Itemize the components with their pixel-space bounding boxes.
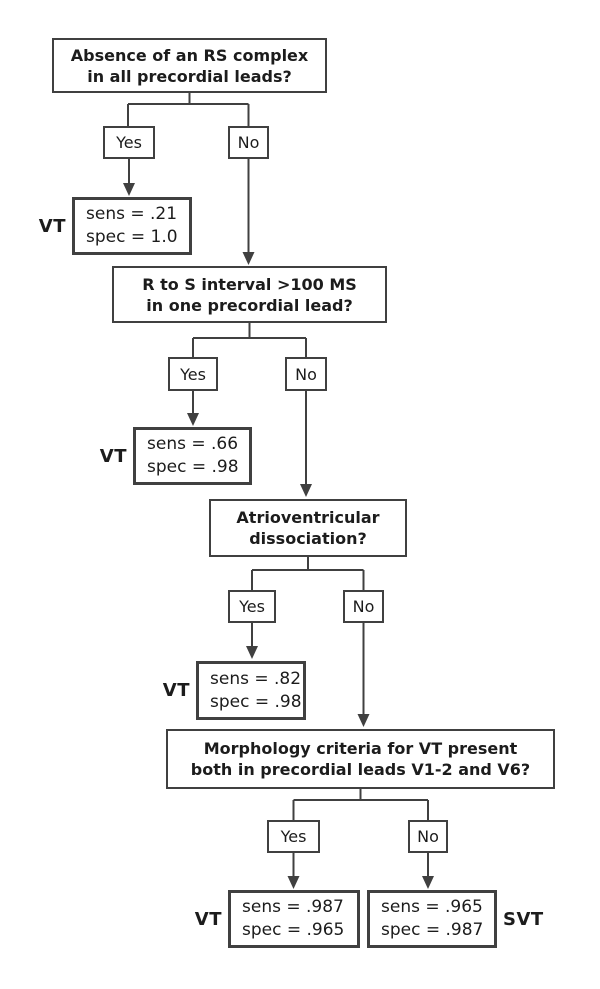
spec-value: spec = .98: [147, 457, 239, 477]
question-box-morphology: Morphology criteria for VT present both …: [166, 729, 555, 789]
branch-yes-1: Yes: [103, 126, 155, 159]
branch-label: No: [295, 364, 317, 384]
outcome-label-vt-2: VT: [89, 427, 127, 485]
question-line: Morphology criteria for VT present: [203, 739, 518, 758]
arrow-yes2-to-outcome2: [187, 391, 199, 426]
outcome-label-text: VT: [38, 215, 66, 237]
outcome-label-text: SVT: [503, 908, 544, 930]
spec-value: spec = .98: [210, 691, 302, 712]
branch-label: No: [237, 133, 260, 152]
branch-no-1: No: [228, 126, 269, 159]
connector-q2-split: [192, 323, 307, 357]
outcome-box-vt-3: sens = .82 spec = .98: [196, 661, 306, 720]
branch-yes-4: Yes: [267, 820, 320, 853]
branch-no-3: No: [343, 590, 384, 623]
arrow-no3-to-q4: [357, 623, 370, 727]
spec-value: spec = 1.0: [86, 227, 178, 247]
outcome-box-vt-1: sens = .21 spec = 1.0: [72, 197, 192, 255]
branch-label: Yes: [239, 597, 265, 616]
sens-value: sens = .82: [210, 668, 302, 689]
question-line: in all precordial leads?: [87, 66, 292, 86]
question-line: R to S interval >100 MS: [142, 274, 357, 294]
outcome-box-svt: sens = .965 spec = .987: [367, 890, 497, 948]
sens-value: sens = .987: [242, 897, 344, 917]
branch-yes-3: Yes: [228, 590, 276, 623]
outcome-label-text: VT: [99, 445, 127, 467]
sens-value: sens = .965: [381, 897, 483, 917]
outcome-box-vt-4: sens = .987 spec = .965: [228, 890, 360, 948]
question-box-rs-complex: Absence of an RS complex in all precordi…: [52, 38, 327, 93]
arrow-yes3-to-outcome3: [246, 623, 258, 659]
outcome-label-text: VT: [162, 680, 190, 701]
outcome-label-vt-1: VT: [28, 197, 66, 255]
spec-value: spec = .965: [242, 920, 345, 940]
question-line: Absence of an RS complex: [70, 45, 309, 65]
branch-label: Yes: [116, 133, 142, 152]
branch-label: No: [352, 597, 375, 616]
question-box-av-dissociation: Atrioventricular dissociation?: [209, 499, 407, 557]
question-line: Atrioventricular: [236, 508, 380, 527]
arrow-no1-to-q2: [242, 159, 255, 265]
branch-no-2: No: [285, 357, 327, 391]
arrow-no4-to-outcome5: [422, 853, 434, 889]
branch-label: Yes: [180, 364, 206, 384]
arrow-yes4-to-outcome4: [287, 853, 300, 889]
sens-value: sens = .66: [147, 434, 239, 454]
question-line: both in precordial leads V1-2 and V6?: [190, 760, 531, 779]
branch-yes-2: Yes: [168, 357, 218, 391]
outcome-label-text: VT: [194, 908, 222, 930]
branch-no-4: No: [408, 820, 448, 853]
outcome-label-vt-4: VT: [184, 890, 222, 948]
connector-q1-split: [127, 93, 250, 126]
spec-value: spec = .987: [381, 920, 484, 940]
outcome-box-vt-2: sens = .66 spec = .98: [133, 427, 252, 485]
connector-q4-split: [292, 789, 429, 820]
arrow-yes1-to-outcome1: [123, 159, 135, 196]
arrow-no2-to-q3: [300, 391, 312, 497]
question-box-rs-interval: R to S interval >100 MS in one precordia…: [112, 266, 387, 323]
question-line: dissociation?: [249, 529, 367, 548]
branch-label: No: [417, 827, 439, 846]
branch-label: Yes: [280, 827, 307, 846]
outcome-label-svt: SVT: [503, 890, 555, 948]
outcome-label-vt-3: VT: [152, 661, 190, 720]
question-line: in one precordial lead?: [146, 295, 353, 315]
sens-value: sens = .21: [86, 204, 178, 224]
connector-q3-split: [251, 557, 365, 590]
